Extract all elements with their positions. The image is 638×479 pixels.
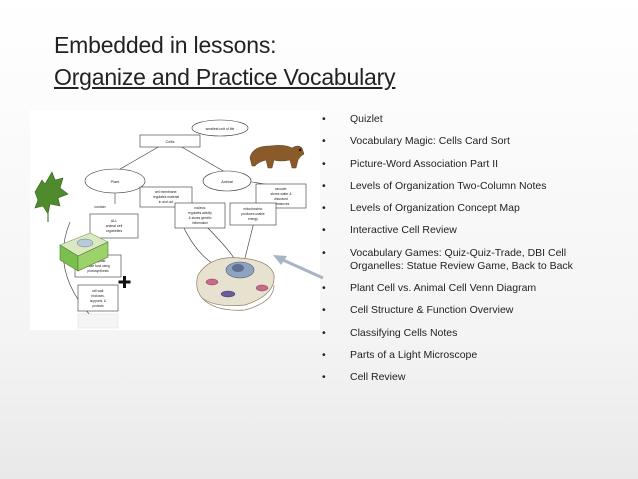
svg-text:organelles: organelles xyxy=(106,229,122,233)
bullet-dot-icon: • xyxy=(322,326,326,339)
nucleus-node xyxy=(174,202,226,229)
list-item: •Vocabulary Games: Quiz-Quiz-Trade, DBI … xyxy=(322,246,573,272)
svg-text:substances: substances xyxy=(273,202,290,206)
svg-text:vacuole:: vacuole: xyxy=(275,187,287,191)
list-item: •Classifying Cells Notes xyxy=(322,326,458,339)
list-item: •Levels of Organization Two-Column Notes xyxy=(322,179,547,192)
svg-text:supports, &: supports, & xyxy=(90,299,107,303)
cells-label: Cells xyxy=(166,139,175,144)
leaf-icon xyxy=(34,171,69,222)
svg-text:nucleus:: nucleus: xyxy=(194,206,206,210)
mitochondria-node xyxy=(229,202,277,226)
animal-label: Animal xyxy=(221,180,233,184)
slide-title-line1: Embedded in lessons: xyxy=(54,32,277,58)
svg-text:dissolved: dissolved xyxy=(274,197,288,201)
all-organelles-node xyxy=(89,213,139,239)
list-item: •Cell Review xyxy=(322,371,406,384)
svg-text:regulates material: regulates material xyxy=(153,195,179,199)
svg-text:stores water &: stores water & xyxy=(270,192,292,196)
smallest-unit-node xyxy=(191,119,249,137)
list-item: •Cell Structure & Function Overview xyxy=(322,304,514,317)
svg-text:in and out: in and out xyxy=(159,200,174,204)
svg-text:animal cell: animal cell xyxy=(106,224,123,228)
concept-map: smallest unit of life Cells Plant Animal… xyxy=(30,110,320,330)
svg-text:ALL: ALL xyxy=(111,219,117,223)
svg-text:& stores genetic: & stores genetic xyxy=(189,216,212,220)
plant-cell-icon xyxy=(59,232,109,272)
list-item: •Vocabulary Magic: Cells Card Sort xyxy=(322,135,510,148)
list-item: •Quizlet xyxy=(322,113,383,125)
list-item: •Levels of Organization Concept Map xyxy=(322,202,520,215)
smallest-unit-label: smallest unit of life xyxy=(206,127,235,131)
list-item: •Interactive Cell Review xyxy=(322,224,457,237)
list-item: •Picture-Word Association Part II xyxy=(322,157,499,170)
slide-title-line2: Organize and Practice Vocabulary xyxy=(54,64,396,90)
animal-cell-icon xyxy=(196,257,275,311)
bullet-dot-icon: • xyxy=(322,157,326,170)
plant-label: Plant xyxy=(111,180,121,184)
svg-text:information: information xyxy=(192,221,208,225)
plus-icon xyxy=(118,276,131,288)
bullet-dot-icon: • xyxy=(322,304,326,317)
plant-node xyxy=(84,168,146,194)
reflection-decor xyxy=(77,313,119,329)
bullet-dot-icon: • xyxy=(322,135,326,148)
arrow-icon xyxy=(273,255,324,280)
cell-wall-node xyxy=(77,284,119,312)
vacuole-node xyxy=(255,183,307,209)
list-item: •Parts of a Light Microscope xyxy=(322,348,478,361)
svg-text:regulates activity: regulates activity xyxy=(188,211,212,215)
svg-text:make food using: make food using xyxy=(86,264,110,268)
svg-text:mitochondria:: mitochondria: xyxy=(243,207,262,211)
bullet-dot-icon: • xyxy=(322,113,326,125)
svg-text:photosynthesis: photosynthesis xyxy=(87,269,109,273)
contain-label: contain xyxy=(94,205,105,209)
cells-node xyxy=(139,134,201,148)
svg-text:cell membrane:: cell membrane: xyxy=(155,190,178,194)
bullet-dot-icon: • xyxy=(322,282,326,295)
bear-icon xyxy=(249,145,305,169)
bullet-dot-icon: • xyxy=(322,371,326,384)
list-item: •Plant Cell vs. Animal Cell Venn Diagram xyxy=(322,282,537,295)
bullet-dot-icon: • xyxy=(322,179,326,192)
bullet-dot-icon: • xyxy=(322,246,326,259)
svg-text:protects: protects xyxy=(92,304,104,308)
svg-text:encloses,: encloses, xyxy=(91,294,105,298)
bullet-list: •Quizlet •Vocabulary Magic: Cells Card S… xyxy=(322,113,622,394)
animal-node xyxy=(202,170,252,192)
svg-text:energy: energy xyxy=(248,217,258,221)
bullet-dot-icon: • xyxy=(322,224,326,237)
svg-text:cell wall:: cell wall: xyxy=(92,289,104,293)
bullet-dot-icon: • xyxy=(322,348,326,361)
bullet-dot-icon: • xyxy=(322,202,326,215)
cell-membrane-node xyxy=(139,186,193,208)
svg-text:produces usable: produces usable xyxy=(241,212,265,216)
